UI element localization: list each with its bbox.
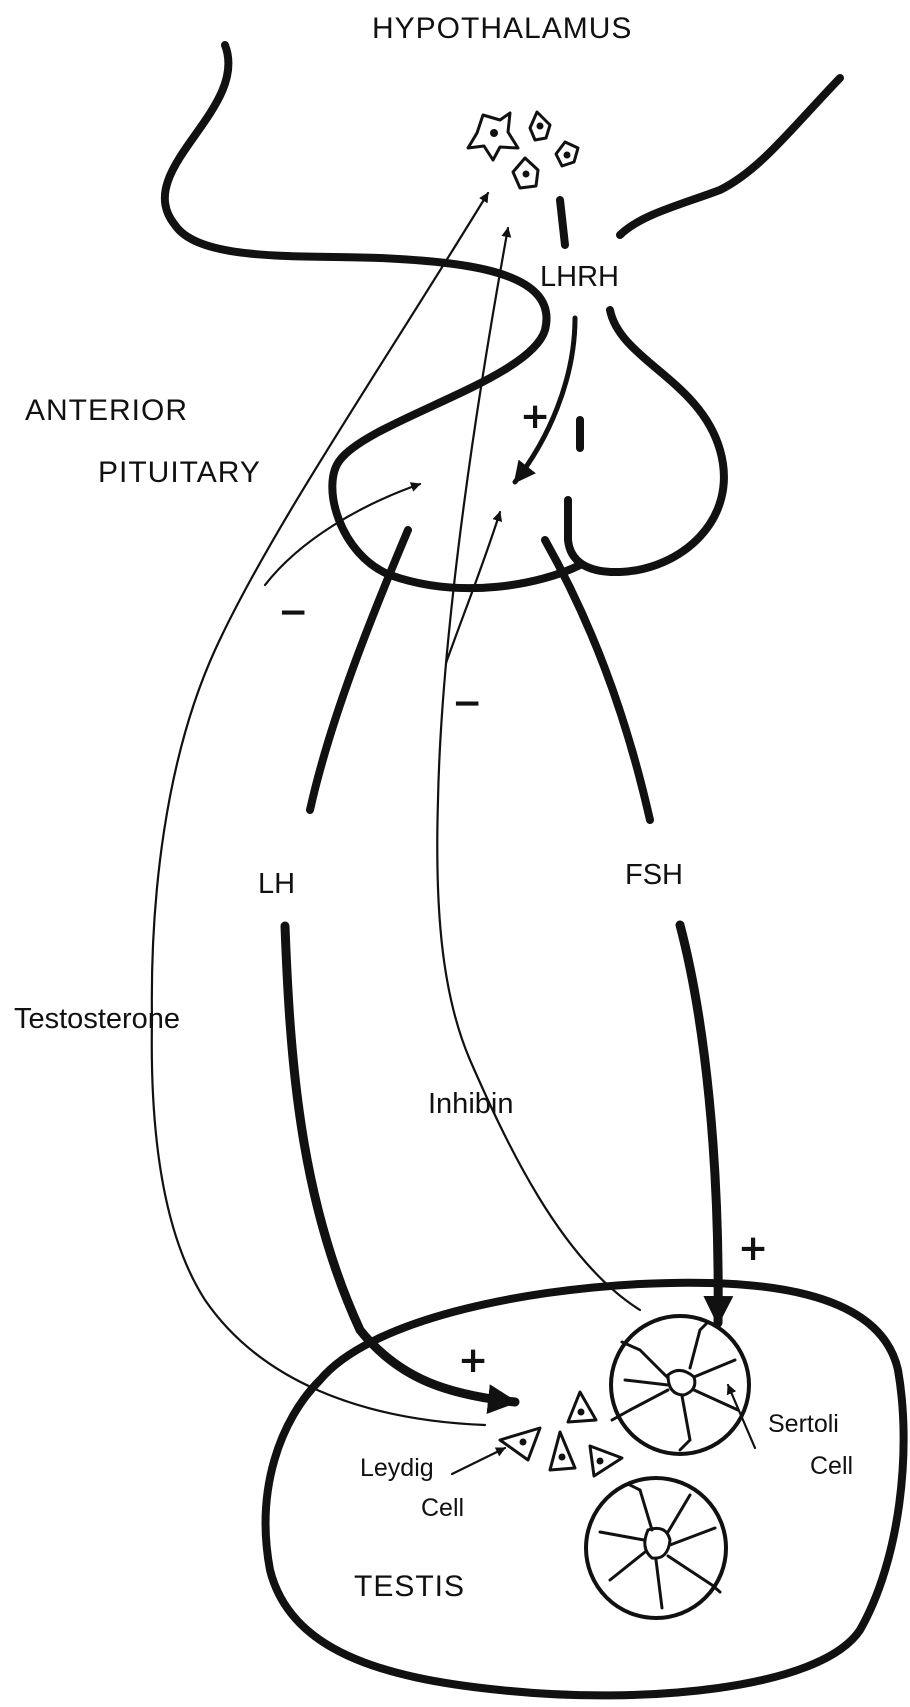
leydig-cell-icon bbox=[550, 1432, 575, 1470]
lh-label: LH bbox=[258, 868, 295, 900]
fsh-to-testis-arrow bbox=[680, 925, 718, 1323]
inhibin-label: Inhibin bbox=[428, 1088, 513, 1120]
seminiferous-tubule-icon bbox=[586, 1478, 726, 1618]
lower-tubule bbox=[586, 1478, 726, 1618]
tubule-lumen-icon bbox=[668, 1370, 695, 1395]
neuron-nucleus-icon bbox=[564, 152, 571, 159]
leydig-nucleus-icon bbox=[559, 1454, 566, 1461]
leydig-nucleus-icon bbox=[578, 1409, 585, 1416]
hypothalamus-left-outline bbox=[165, 45, 580, 588]
sertoli-label-line2: Cell bbox=[810, 1452, 853, 1480]
lh-pituitary-stroke bbox=[310, 530, 408, 810]
sertoli-label-line1: Sertoli bbox=[768, 1410, 839, 1438]
leydig-label-line1: Leydig bbox=[360, 1454, 434, 1482]
tubule-lumen-icon bbox=[645, 1528, 670, 1558]
sertoli-pointer-arrow bbox=[728, 1385, 755, 1448]
neuron-nucleus-icon bbox=[537, 123, 544, 130]
lhrh-plus-sign: + bbox=[520, 396, 550, 437]
hypothalamus-right-outline bbox=[620, 78, 840, 235]
hypothalamic-neurons bbox=[468, 112, 578, 188]
testis-outline bbox=[266, 1283, 904, 1696]
fsh-plus-sign: + bbox=[738, 1228, 768, 1269]
testis-label: TESTIS bbox=[354, 1570, 465, 1603]
neuron-nucleus-icon bbox=[523, 171, 530, 178]
leydig-cell-icon bbox=[568, 1392, 596, 1422]
inhibin-minus-sign: − bbox=[452, 683, 482, 724]
leydig-label-line2: Cell bbox=[421, 1494, 464, 1522]
anterior-label: ANTERIOR bbox=[25, 394, 188, 427]
testosterone-label: Testosterone bbox=[14, 1003, 180, 1035]
portal-dash-top bbox=[560, 200, 565, 245]
tubule-strand-icon bbox=[600, 1484, 720, 1608]
leydig-pointer-arrow bbox=[452, 1448, 505, 1474]
leydig-cell-icon bbox=[500, 1428, 540, 1460]
fsh-pituitary-stroke bbox=[545, 540, 650, 820]
leydig-nucleus-icon bbox=[520, 1439, 527, 1446]
neuron-nucleus-icon bbox=[490, 129, 498, 137]
fsh-label: FSH bbox=[625, 859, 683, 891]
leydig-nucleus-icon bbox=[597, 1458, 604, 1465]
lh-plus-sign: + bbox=[458, 1340, 488, 1381]
hypothalamus-label: HYPOTHALAMUS bbox=[372, 12, 632, 45]
leydig-cell-icon bbox=[590, 1446, 622, 1476]
pituitary-label: PITUITARY bbox=[98, 456, 261, 489]
pituitary-stalk-right-outline bbox=[568, 310, 724, 572]
testosterone-minus-sign: − bbox=[278, 592, 308, 633]
lhrh-label: LHRH bbox=[540, 261, 619, 293]
